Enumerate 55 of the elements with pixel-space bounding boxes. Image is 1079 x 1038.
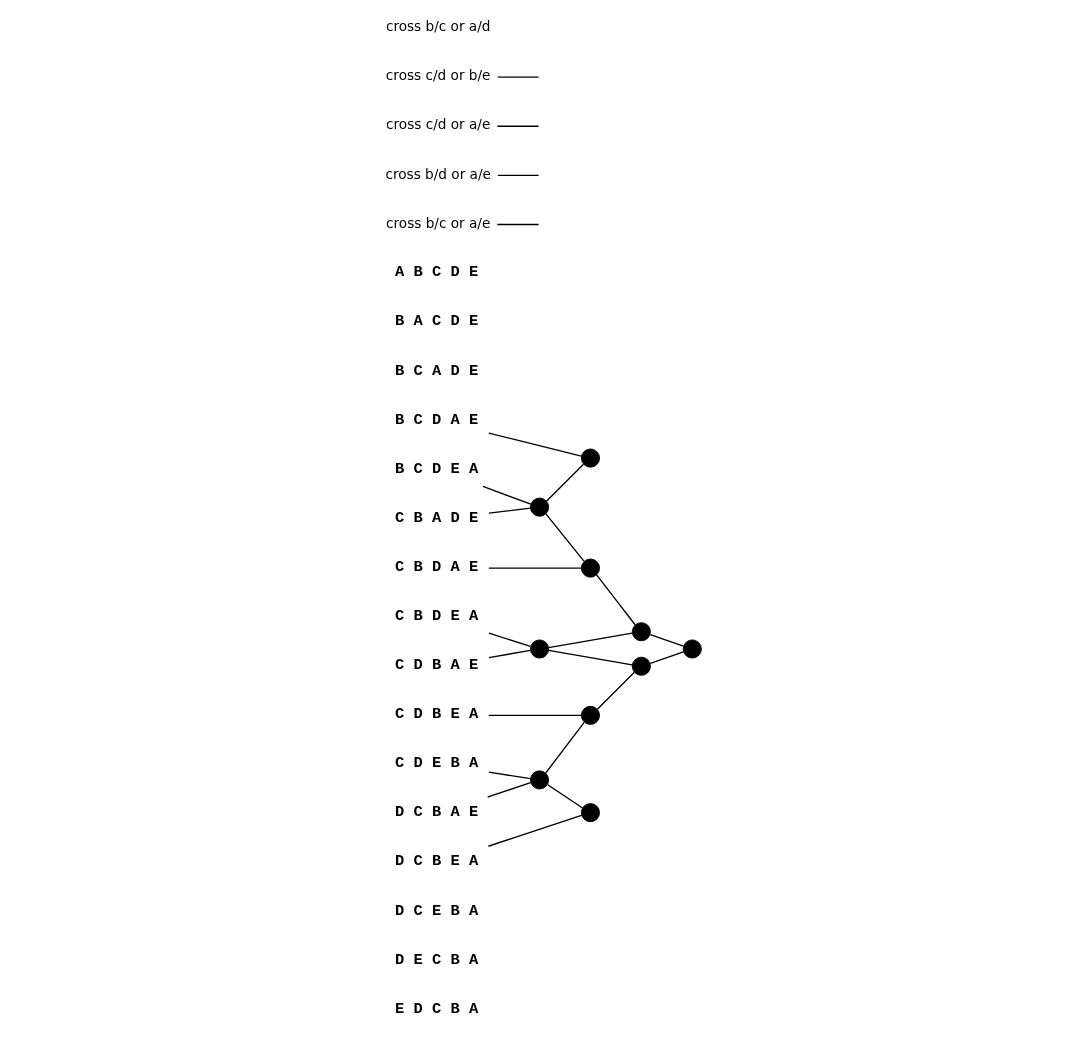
node-text: D C E B A: [394, 901, 478, 920]
node-text: C B D A E: [394, 557, 478, 576]
connector: [486, 781, 531, 798]
connector: [496, 174, 539, 177]
connector: [595, 574, 636, 626]
node-text: C D B E A: [394, 705, 478, 724]
node-circle: [682, 639, 702, 659]
node-text: C B D E A: [394, 607, 478, 625]
connector: [596, 671, 635, 711]
connector: [487, 632, 531, 648]
node-circle: [580, 803, 600, 823]
connector: [487, 771, 531, 780]
node-text: B C D E A: [394, 459, 478, 478]
connector: [487, 507, 531, 514]
node-text: cross b/c or a/e: [385, 214, 490, 231]
connector: [487, 714, 582, 717]
node-circle: [580, 448, 600, 468]
node-text: E D C B A: [394, 999, 478, 1018]
connector: [546, 784, 583, 809]
node-text: cross c/d or b/e: [385, 67, 490, 84]
connector: [649, 633, 684, 647]
connector: [649, 651, 684, 665]
node-circle: [580, 558, 600, 578]
connector: [496, 76, 539, 78]
node-text: C D B A E: [394, 656, 478, 675]
node-text: D C B A E: [394, 803, 478, 822]
connector: [487, 649, 531, 659]
node-text: B C D A E: [394, 410, 478, 429]
label: cross b/c or a/d: [385, 18, 490, 35]
connector: [544, 721, 585, 774]
node-text: B A C D E: [394, 312, 478, 331]
node-circle: [580, 705, 600, 725]
connector: [496, 125, 539, 127]
node-circle: [631, 656, 651, 676]
node-text: B C A D E: [394, 361, 478, 380]
connector: [544, 513, 585, 562]
node-text: C D E B A: [394, 754, 478, 773]
connector: [545, 463, 584, 502]
connector: [487, 814, 582, 847]
connector: [487, 567, 582, 569]
connector: [487, 432, 582, 457]
connector: [547, 632, 633, 649]
node-text: cross b/d or a/e: [384, 165, 491, 182]
node-text: C B A D E: [394, 508, 478, 527]
node-circle: [529, 497, 549, 517]
node-text: D C B E A: [394, 852, 478, 871]
node-circle: [529, 639, 549, 659]
node-text: cross c/d or a/e: [385, 116, 490, 133]
node-text: A B C D E: [394, 263, 478, 282]
node-circle: [529, 770, 549, 790]
node-circle: [631, 622, 651, 642]
connector: [547, 649, 633, 666]
connector: [496, 223, 539, 226]
connector: [481, 485, 531, 505]
node-text: D E C B A: [394, 950, 478, 969]
